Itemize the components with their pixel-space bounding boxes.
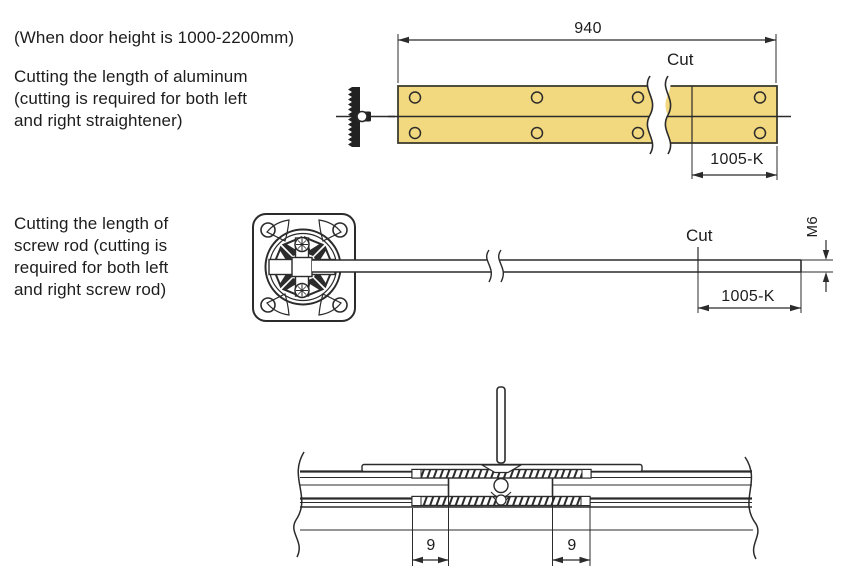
aluminum-bar: [388, 85, 791, 144]
rod-break-symbol: [486, 249, 504, 283]
dimension-label-1005k-rod: 1005-K: [721, 288, 775, 305]
dimension-label-940: 940: [574, 20, 602, 37]
vertical-pin: [496, 386, 506, 464]
dimension-label-1005k-aluminum: 1005-K: [710, 151, 764, 168]
dimension-label-9-right: 9: [567, 537, 577, 554]
note-door-height: (When door height is 1000-2200mm): [14, 28, 295, 47]
dimension-1005k-aluminum: [692, 146, 778, 180]
flange-plate-icon: [252, 213, 356, 322]
countersink-funnel: [479, 464, 524, 474]
flange-screw-bottom: [294, 282, 310, 299]
dimension-9-right: [552, 497, 591, 566]
dimension-1005k-rod: [698, 272, 802, 313]
thread-size-label-m6: M6: [804, 216, 821, 238]
note-aluminum-cutting: Cutting the length of aluminum (cutting …: [14, 67, 248, 130]
aluminum-straightener-diagram: [336, 34, 791, 180]
cut-label-rod: Cut: [686, 226, 713, 245]
ball-detent: [490, 477, 512, 506]
dimension-940: [397, 34, 777, 83]
screw-rod: [312, 259, 802, 273]
bar-break-symbol: [646, 75, 672, 155]
note-screw-rod-cutting: Cutting the length of screw rod (cutting…: [14, 214, 169, 299]
assembly-diagram: [293, 386, 759, 566]
dimension-m6: [801, 240, 833, 292]
dimension-label-9-left: 9: [426, 537, 436, 554]
rail-break-left: [293, 451, 305, 558]
rail-break-right: [744, 456, 759, 560]
dimension-9-left: [412, 497, 449, 566]
straightener-end-view-icon: [336, 87, 395, 147]
cut-label-aluminum: Cut: [667, 50, 694, 69]
flange-screw-top: [294, 236, 310, 253]
screw-rod-diagram: [252, 213, 833, 322]
